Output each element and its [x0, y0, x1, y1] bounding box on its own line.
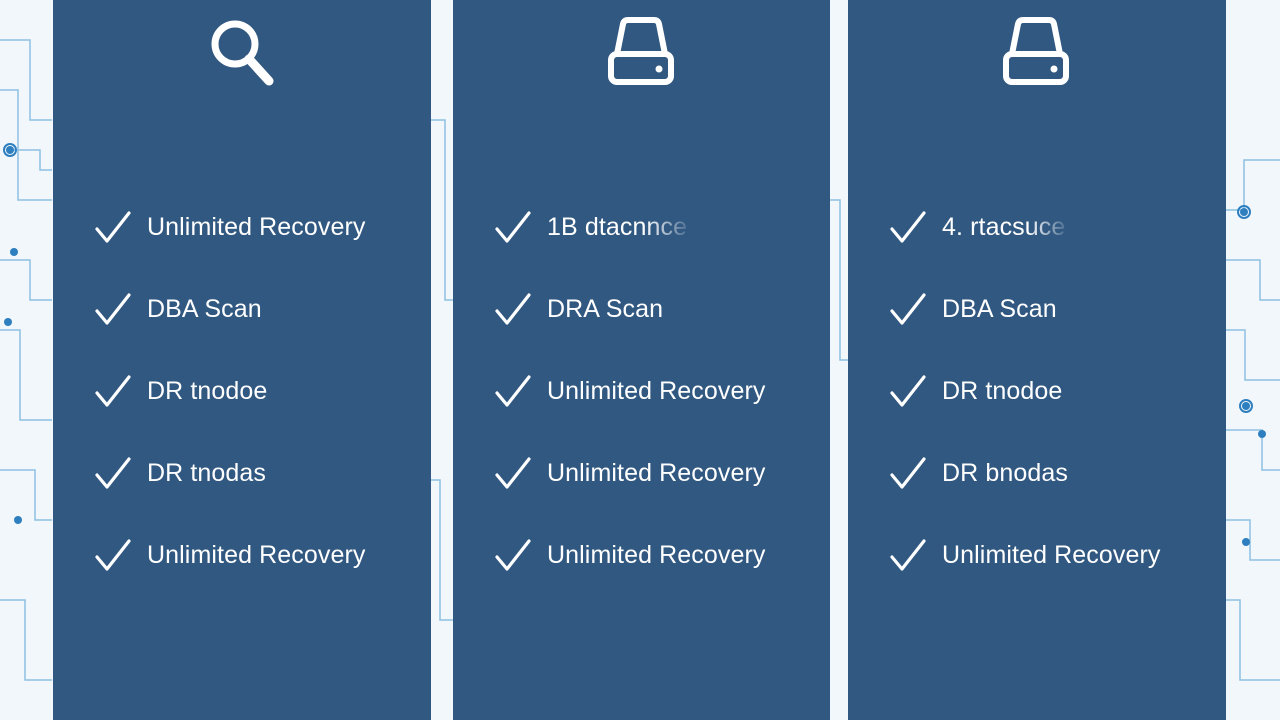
checkmark-icon	[495, 211, 531, 243]
feature-label: Unlimited Recovery	[147, 212, 366, 241]
feature-item: Unlimited Recovery	[888, 514, 1161, 596]
checkmark-icon	[495, 457, 531, 489]
checkmark-icon	[95, 293, 131, 325]
checkmark-icon	[890, 293, 926, 325]
feature-list: Unlimited Recovery DBA Scan DR tnodoe DR…	[93, 186, 366, 596]
checkmark-icon	[95, 375, 131, 407]
feature-label: DR tnodoe	[942, 376, 1063, 405]
feature-list: 4. rtacsuce DBA Scan DR tnodoe DR bnodas…	[888, 186, 1161, 596]
checkmark-icon	[495, 539, 531, 571]
feature-list: 1B dtacnnce DRA Scan Unlimited Recovery …	[493, 186, 766, 596]
checkmark-icon	[890, 211, 926, 243]
feature-label: 4. rtacsuce	[942, 212, 1066, 241]
checkmark-icon	[890, 539, 926, 571]
feature-item: DRA Scan	[493, 268, 766, 350]
plan-card-2: 1B dtacnnce DRA Scan Unlimited Recovery …	[453, 0, 830, 720]
checkmark-icon	[95, 539, 131, 571]
feature-label: Unlimited Recovery	[147, 540, 366, 569]
checkmark-icon	[95, 211, 131, 243]
hard-drive-icon	[1003, 17, 1069, 85]
checkmark-icon	[890, 375, 926, 407]
checkmark-icon	[495, 375, 531, 407]
feature-label: Unlimited Recovery	[547, 540, 766, 569]
feature-item: Unlimited Recovery	[493, 432, 766, 514]
feature-item: DR tnodoe	[888, 350, 1161, 432]
feature-item: Unlimited Recovery	[493, 514, 766, 596]
checkmark-icon	[890, 457, 926, 489]
feature-label: Unlimited Recovery	[547, 376, 766, 405]
feature-label: DR tnodas	[147, 458, 267, 487]
feature-item: DBA Scan	[888, 268, 1161, 350]
hard-drive-icon	[608, 17, 674, 85]
feature-item: Unlimited Recovery	[93, 186, 366, 268]
feature-item: 1B dtacnnce	[493, 186, 766, 268]
feature-item: DBA Scan	[93, 268, 366, 350]
feature-label: DR bnodas	[942, 458, 1068, 487]
feature-item: 4. rtacsuce	[888, 186, 1161, 268]
plan-card-1: Unlimited Recovery DBA Scan DR tnodoe DR…	[53, 0, 431, 720]
feature-label: DRA Scan	[547, 294, 664, 323]
feature-label: DBA Scan	[147, 294, 262, 323]
search-icon	[211, 20, 274, 86]
feature-label: DR tnodoe	[147, 376, 268, 405]
plan-card-3: 4. rtacsuce DBA Scan DR tnodoe DR bnodas…	[848, 0, 1226, 720]
feature-item: DR bnodas	[888, 432, 1161, 514]
feature-item: DR tnodas	[93, 432, 366, 514]
feature-item: Unlimited Recovery	[93, 514, 366, 596]
checkmark-icon	[495, 293, 531, 325]
feature-item: DR tnodoe	[93, 350, 366, 432]
feature-label: Unlimited Recovery	[547, 458, 766, 487]
checkmark-icon	[95, 457, 131, 489]
feature-item: Unlimited Recovery	[493, 350, 766, 432]
feature-label: 1B dtacnnce	[547, 212, 688, 241]
feature-label: Unlimited Recovery	[942, 540, 1161, 569]
feature-label: DBA Scan	[942, 294, 1057, 323]
